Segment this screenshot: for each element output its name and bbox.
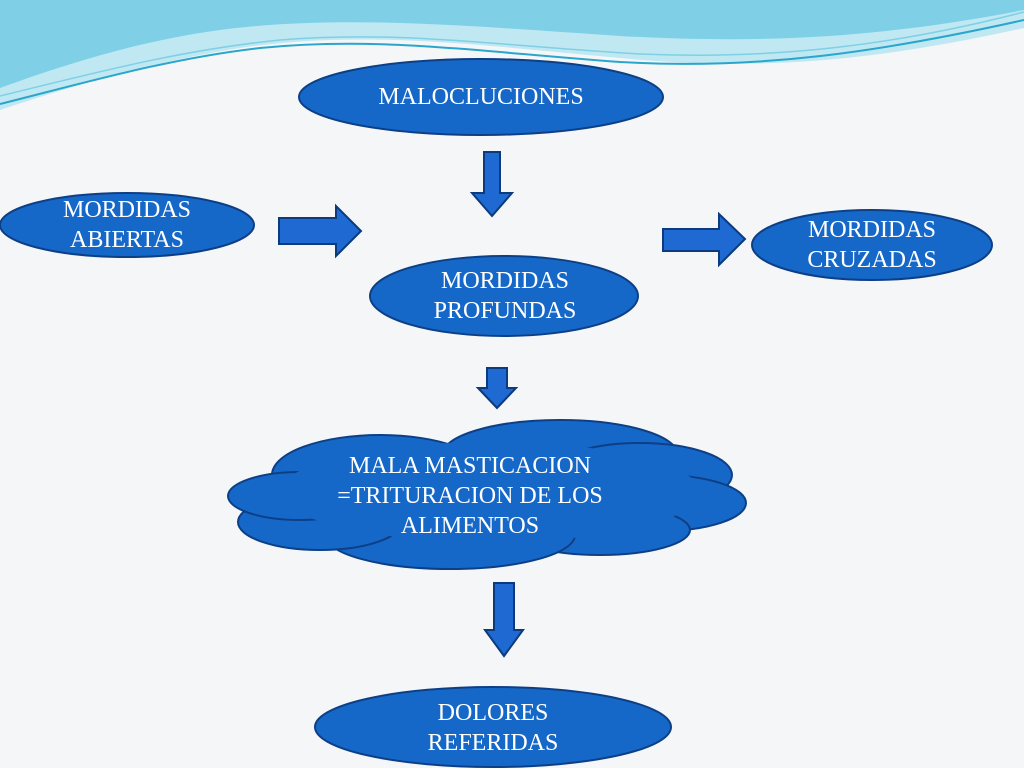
- wave-dark-line: [0, 19, 1024, 105]
- wave-mid: [0, 0, 1024, 88]
- node-mordidas-abiertas: [0, 192, 255, 258]
- node-mordidas-profundas: [369, 255, 639, 337]
- label-maloclusiones: MALOCLUCIONES: [378, 84, 584, 110]
- nodes: [0, 58, 993, 768]
- arrow-right-cruzadas: [662, 211, 747, 268]
- label-mordidas-profundas: MORDIDAS PROFUNDAS: [433, 268, 577, 324]
- header-waves: [0, 0, 1024, 110]
- arrow-down-maloclusiones-to-profundas: [469, 151, 515, 218]
- label-mordidas-abiertas: MORDIDAS ABIERTAS: [62, 197, 191, 253]
- arrow-down-profundas-to-masticacion: [475, 367, 519, 410]
- label-dolores-referidas: DOLORES REFERIDAS: [427, 700, 559, 756]
- arrow-right-abiertas: [278, 203, 363, 259]
- arrow-down-masticacion-to-dolores: [483, 582, 525, 658]
- arrows: [278, 151, 747, 658]
- label-mordidas-cruzadas: MORDIDAS CRUZADAS: [807, 217, 937, 273]
- node-maloclusiones: [298, 58, 664, 136]
- label-mala-masticacion: MALA MASTICACION =TRITURACION DE LOS ALI…: [337, 453, 603, 539]
- node-mala-masticacion-cloud: [227, 419, 747, 570]
- node-mordidas-cruzadas: [751, 209, 993, 281]
- node-dolores-referidas: [314, 686, 672, 768]
- wave-dark-line-2: [0, 11, 1024, 97]
